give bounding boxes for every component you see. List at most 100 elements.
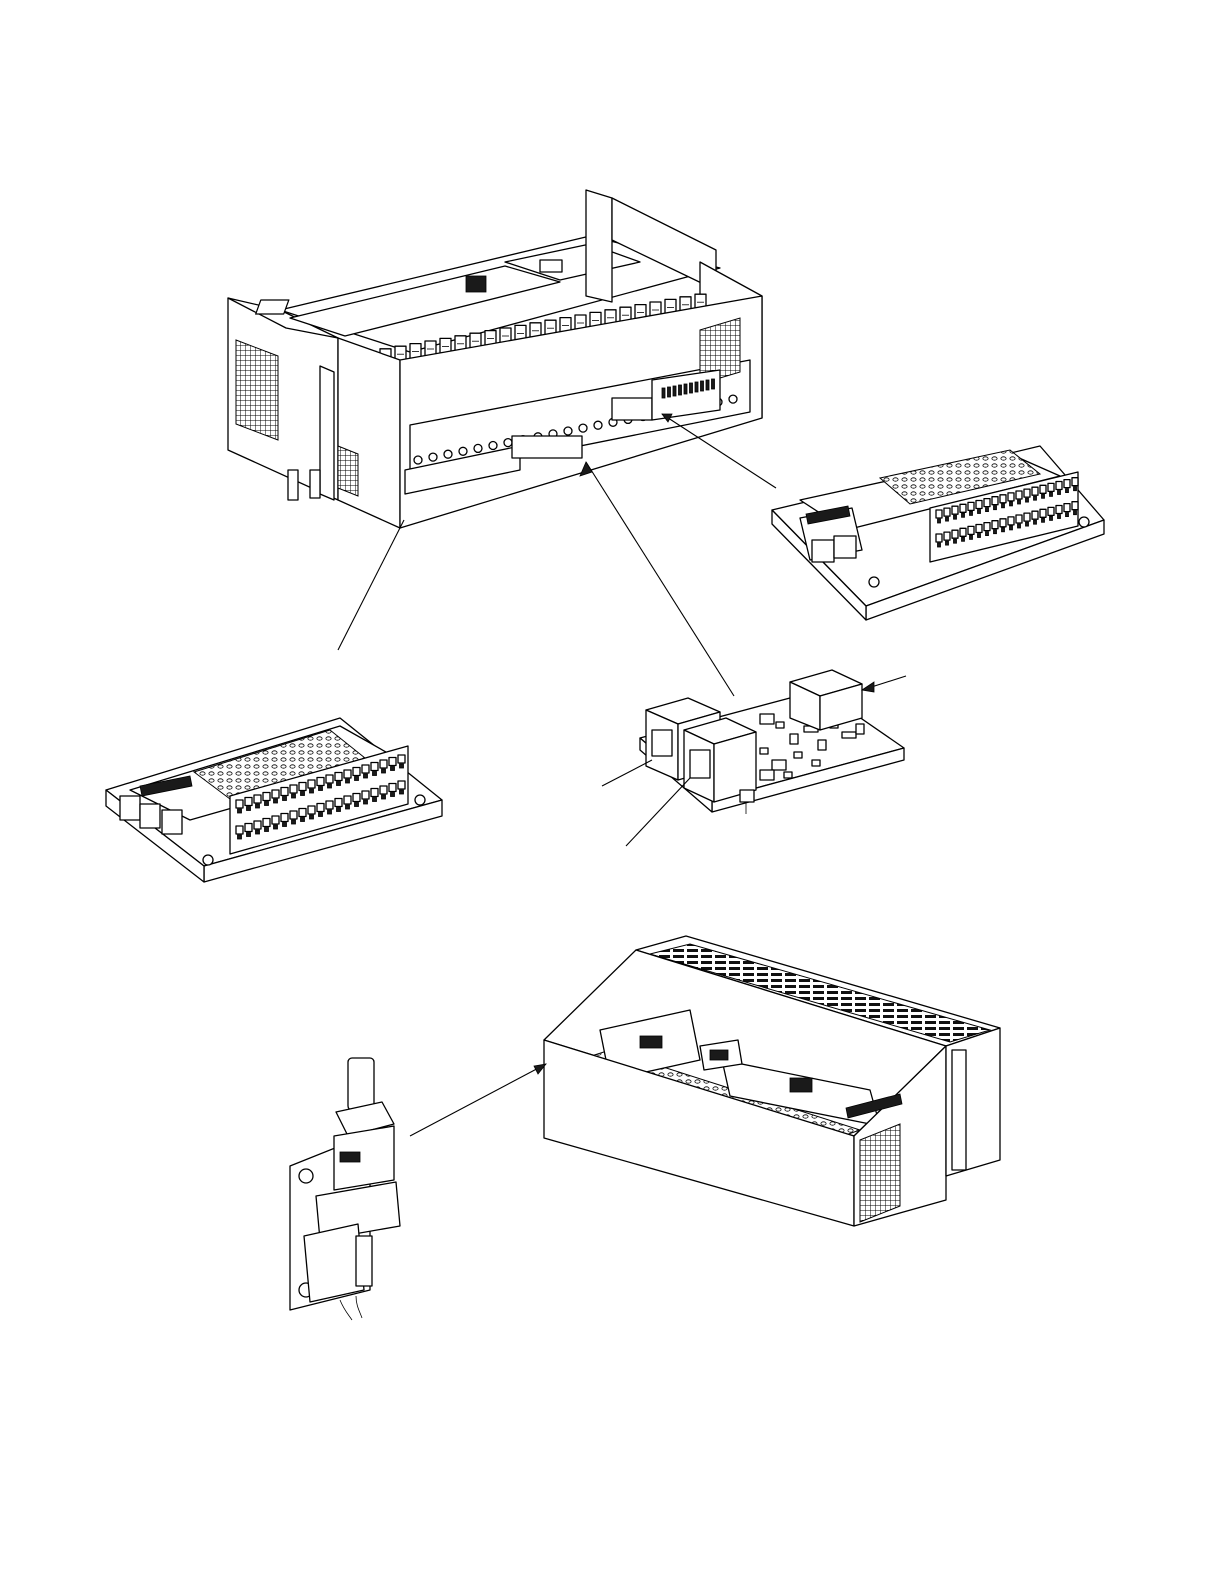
vent-grille-left bbox=[236, 340, 278, 440]
terminal bbox=[389, 784, 396, 792]
terminal-screw bbox=[978, 534, 981, 538]
terminal bbox=[272, 790, 279, 798]
terminal bbox=[326, 801, 333, 809]
terminal bbox=[344, 796, 351, 804]
terminal-screw bbox=[954, 539, 957, 543]
terminal bbox=[254, 821, 261, 829]
pin bbox=[690, 383, 693, 393]
terminal-screw bbox=[938, 519, 941, 523]
terminal-screw bbox=[256, 804, 260, 808]
terminal bbox=[992, 497, 998, 505]
terminal-screw bbox=[373, 772, 377, 776]
terminal bbox=[245, 824, 252, 832]
terminal bbox=[1072, 478, 1078, 486]
terminal-screw bbox=[1002, 504, 1005, 508]
terminal bbox=[281, 814, 288, 822]
terminal-screw bbox=[1058, 515, 1061, 519]
terminal-screw bbox=[247, 807, 251, 811]
terminal bbox=[299, 809, 306, 817]
terminal bbox=[1048, 507, 1054, 515]
terminal bbox=[1064, 504, 1070, 512]
terminal-screw bbox=[1018, 500, 1021, 504]
terminal-screw bbox=[292, 820, 296, 824]
terminal bbox=[1040, 509, 1046, 517]
terminal bbox=[968, 526, 974, 534]
terminal-screw bbox=[1074, 487, 1077, 491]
terminal-screw bbox=[970, 511, 973, 515]
terminal-screw bbox=[256, 830, 260, 834]
terminal-hole bbox=[489, 442, 497, 450]
connector-bracket-detail bbox=[290, 1058, 400, 1320]
chassis-top-view bbox=[228, 190, 762, 528]
terminal-screw bbox=[319, 787, 323, 791]
terminal-screw bbox=[938, 543, 941, 547]
terminal-screw bbox=[1034, 520, 1037, 524]
terminal-screw bbox=[364, 774, 368, 778]
terminal bbox=[335, 773, 342, 781]
smd-component bbox=[776, 722, 784, 728]
terminal bbox=[299, 783, 306, 791]
terminal-hole bbox=[729, 395, 737, 403]
terminal-screw bbox=[283, 823, 287, 827]
terminal-screw bbox=[283, 797, 287, 801]
terminal-hole bbox=[504, 439, 512, 447]
terminal-screw bbox=[391, 767, 395, 771]
terminal-screw bbox=[310, 815, 314, 819]
terminal bbox=[1024, 489, 1030, 497]
terminal bbox=[952, 530, 958, 538]
terminal bbox=[960, 504, 966, 512]
terminal-hole bbox=[429, 453, 437, 461]
terminal-screw bbox=[1066, 489, 1069, 493]
smd-component bbox=[842, 732, 856, 738]
terminal-screw bbox=[946, 517, 949, 521]
terminal-screw bbox=[382, 769, 386, 773]
terminal bbox=[944, 532, 950, 540]
terminal-screw bbox=[1074, 511, 1077, 515]
terminal bbox=[936, 510, 942, 518]
terminal-screw bbox=[1050, 516, 1053, 520]
terminal-screw bbox=[346, 779, 350, 783]
terminal-screw bbox=[1026, 522, 1029, 526]
terminal bbox=[936, 534, 942, 542]
pin bbox=[679, 385, 682, 395]
terminal bbox=[952, 506, 958, 514]
terminal-screw bbox=[292, 794, 296, 798]
terminal bbox=[984, 499, 990, 507]
terminal bbox=[1016, 515, 1022, 523]
terminal-screw bbox=[1050, 492, 1053, 496]
terminal bbox=[976, 501, 982, 509]
terminal bbox=[245, 798, 252, 806]
terminal bbox=[344, 770, 351, 778]
terminal-hole bbox=[474, 444, 482, 452]
terminal-screw bbox=[994, 506, 997, 510]
terminal-screw bbox=[346, 805, 350, 809]
terminal-screw bbox=[1058, 491, 1061, 495]
terminal-hole bbox=[459, 447, 467, 455]
terminal bbox=[281, 788, 288, 796]
terminal-screw bbox=[400, 790, 404, 794]
terminal bbox=[992, 521, 998, 529]
terminal bbox=[1000, 519, 1006, 527]
terminal-screw bbox=[986, 508, 989, 512]
terminal-screw bbox=[1002, 528, 1005, 532]
terminal bbox=[254, 795, 261, 803]
terminal bbox=[398, 755, 405, 763]
terminal bbox=[308, 806, 315, 814]
rj45-jack-3 bbox=[790, 670, 862, 730]
terminal bbox=[398, 781, 405, 789]
terminal-screw bbox=[978, 510, 981, 514]
pin bbox=[701, 381, 704, 391]
terminal bbox=[308, 780, 315, 788]
terminal bbox=[1040, 485, 1046, 493]
terminal-hole bbox=[594, 421, 602, 429]
terminal-screw bbox=[954, 515, 957, 519]
terminal-screw bbox=[274, 799, 278, 803]
terminal-screw bbox=[373, 798, 377, 802]
terminal-screw bbox=[337, 808, 341, 812]
terminal-screw bbox=[337, 782, 341, 786]
terminal bbox=[272, 816, 279, 824]
terminal-screw bbox=[946, 541, 949, 545]
terminal-screw bbox=[328, 810, 332, 814]
terminal-screw bbox=[319, 813, 323, 817]
terminal-hole bbox=[564, 427, 572, 435]
